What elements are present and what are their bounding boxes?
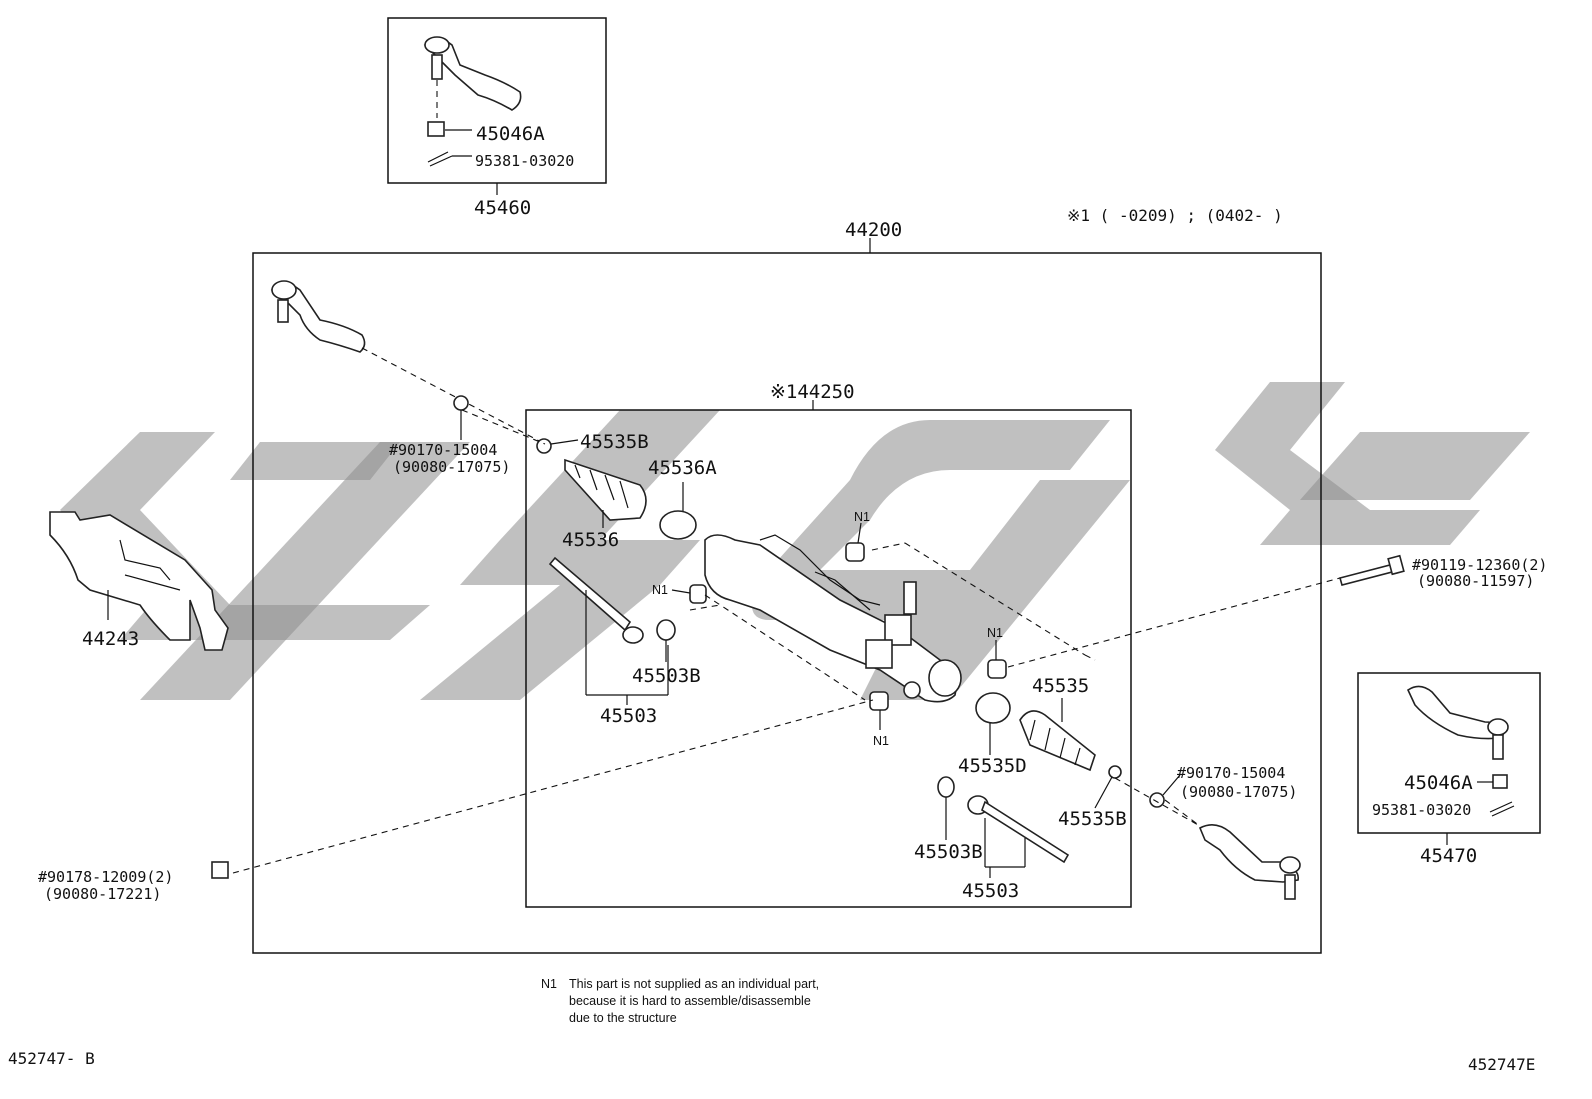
heat-insulator-icon bbox=[49, 511, 229, 651]
illustration-code-right: 452747E bbox=[1468, 1055, 1535, 1074]
grommet-icon bbox=[869, 691, 889, 711]
tie-rod-inner-lh-icon bbox=[548, 556, 644, 644]
castle-nut-icon bbox=[1492, 774, 1508, 789]
flange-nut-icon bbox=[211, 861, 229, 879]
cotter-pin-icon bbox=[427, 151, 453, 167]
part-label-144250: ※144250 bbox=[770, 381, 855, 403]
lock-washer-icon bbox=[937, 776, 955, 798]
grommet-icon bbox=[689, 584, 707, 604]
clip-icon bbox=[1108, 765, 1122, 779]
part-label-90170-15004-rh: #90170-15004 bbox=[1177, 764, 1285, 782]
castle-nut-icon bbox=[427, 121, 445, 137]
n1-label: N1 bbox=[987, 626, 1003, 640]
grommet-icon bbox=[845, 542, 865, 562]
tie-rod-inner-rh-icon bbox=[967, 795, 1070, 864]
part-label-90119-12360: #90119-12360(2) bbox=[1412, 556, 1547, 574]
steering-gear-assy-frame bbox=[252, 252, 1322, 954]
illustration-code-left: 452747- B bbox=[8, 1049, 95, 1068]
part-label-90080-17075-rh: (90080-17075) bbox=[1180, 783, 1297, 801]
n1-label: N1 bbox=[873, 734, 889, 748]
clamp-icon bbox=[659, 510, 697, 540]
lock-washer-icon bbox=[656, 619, 676, 641]
tie-rod-end-rh-box bbox=[1357, 672, 1541, 834]
part-label-90080-17221: (90080-17221) bbox=[44, 885, 161, 903]
grommet-icon bbox=[987, 659, 1007, 679]
boot-rh-icon bbox=[1019, 710, 1096, 772]
footnote-line: because it is hard to assemble/disassemb… bbox=[569, 994, 811, 1008]
part-label-44200: 44200 bbox=[845, 219, 902, 241]
part-label-90170-15004-lh: #90170-15004 bbox=[389, 441, 497, 459]
clip-icon bbox=[536, 438, 552, 454]
footnote-line: due to the structure bbox=[569, 1011, 677, 1025]
nut-icon bbox=[453, 395, 469, 411]
part-label-45535: 45535 bbox=[1032, 675, 1089, 697]
part-label-45046a: 45046A bbox=[476, 123, 545, 145]
part-label-45460: 45460 bbox=[474, 197, 531, 219]
rack-and-pinion-subassy-frame bbox=[525, 409, 1132, 908]
n1-label: N1 bbox=[854, 510, 870, 524]
clamp-icon bbox=[975, 692, 1011, 724]
tie-rod-end-rh-icon bbox=[1198, 824, 1301, 900]
part-label-45535b-rh: 45535B bbox=[1058, 808, 1127, 830]
footnote-line: This part is not supplied as an individu… bbox=[569, 977, 819, 991]
tie-rod-end-lh-icon bbox=[270, 280, 366, 353]
part-label-45536a: 45536A bbox=[648, 457, 717, 479]
part-label-45535b-lh: 45535B bbox=[580, 431, 649, 453]
part-label-45503-rh: 45503 bbox=[962, 880, 1019, 902]
part-label-90080-17075-lh: (90080-17075) bbox=[393, 458, 510, 476]
applicability-note: ※1 ( -0209) ; (0402- ) bbox=[1067, 206, 1283, 225]
part-label-45470: 45470 bbox=[1420, 845, 1477, 867]
part-label-45535d: 45535D bbox=[958, 755, 1027, 777]
part-label-45536: 45536 bbox=[562, 529, 619, 551]
boot-lh-icon bbox=[564, 458, 647, 521]
watermark-logo bbox=[60, 382, 1530, 700]
footnote-mark: N1 bbox=[541, 977, 557, 991]
part-label-95381-03020-rh: 95381-03020 bbox=[1372, 801, 1471, 819]
tie-rod-end-right-box-icon bbox=[1406, 685, 1515, 817]
nut-icon bbox=[1149, 792, 1165, 808]
part-label-90080-11597: (90080-11597) bbox=[1417, 572, 1534, 590]
cotter-pin-icon bbox=[1489, 801, 1515, 817]
tie-rod-end-top-icon bbox=[423, 36, 522, 167]
n1-label: N1 bbox=[652, 583, 668, 597]
part-label-44243: 44243 bbox=[82, 628, 139, 650]
part-label-95381-03020: 95381-03020 bbox=[475, 152, 574, 170]
part-label-90178-12009: #90178-12009(2) bbox=[38, 868, 173, 886]
part-label-45503-lh: 45503 bbox=[600, 705, 657, 727]
bolt-icon bbox=[1339, 554, 1405, 586]
steering-rack-housing-icon bbox=[704, 534, 962, 703]
part-label-45503b-rh: 45503B bbox=[914, 841, 983, 863]
part-label-45503b-lh: 45503B bbox=[632, 665, 701, 687]
part-label-45046a-rh: 45046A bbox=[1404, 772, 1473, 794]
